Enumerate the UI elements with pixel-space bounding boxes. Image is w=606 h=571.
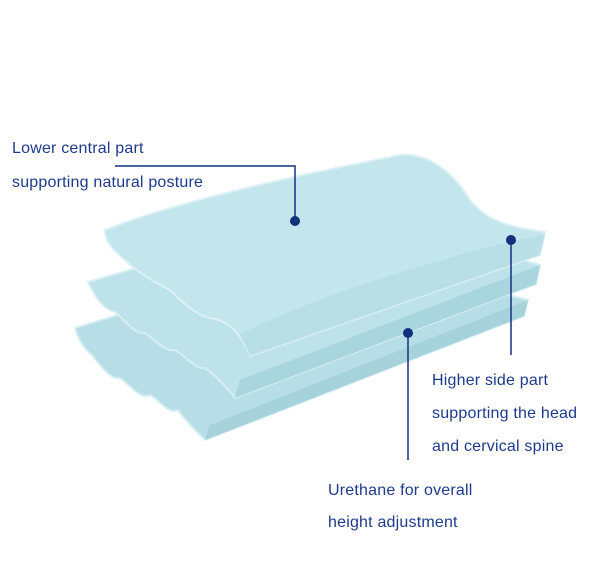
- callout-urethane-line2: height adjustment: [328, 514, 458, 531]
- callout-higher-side-line1: Higher side part: [432, 372, 549, 389]
- callout-lower-central-line2: supporting natural posture: [12, 174, 204, 191]
- callout-higher-side-line3: and cervical spine: [432, 438, 564, 455]
- callout-dot-urethane: [403, 328, 413, 338]
- callout-lines: [115, 165, 512, 460]
- callout-dot-lower-central: [290, 216, 300, 226]
- callout-urethane-line1: Urethane for overall: [328, 482, 473, 499]
- callout-line-lower-central: [115, 165, 296, 221]
- callout-lower-central-line1: Lower central part: [12, 140, 144, 157]
- callout-dot-higher-side: [506, 235, 516, 245]
- top-layer: [103, 153, 547, 358]
- callout-higher-side-line2: supporting the head: [432, 405, 578, 422]
